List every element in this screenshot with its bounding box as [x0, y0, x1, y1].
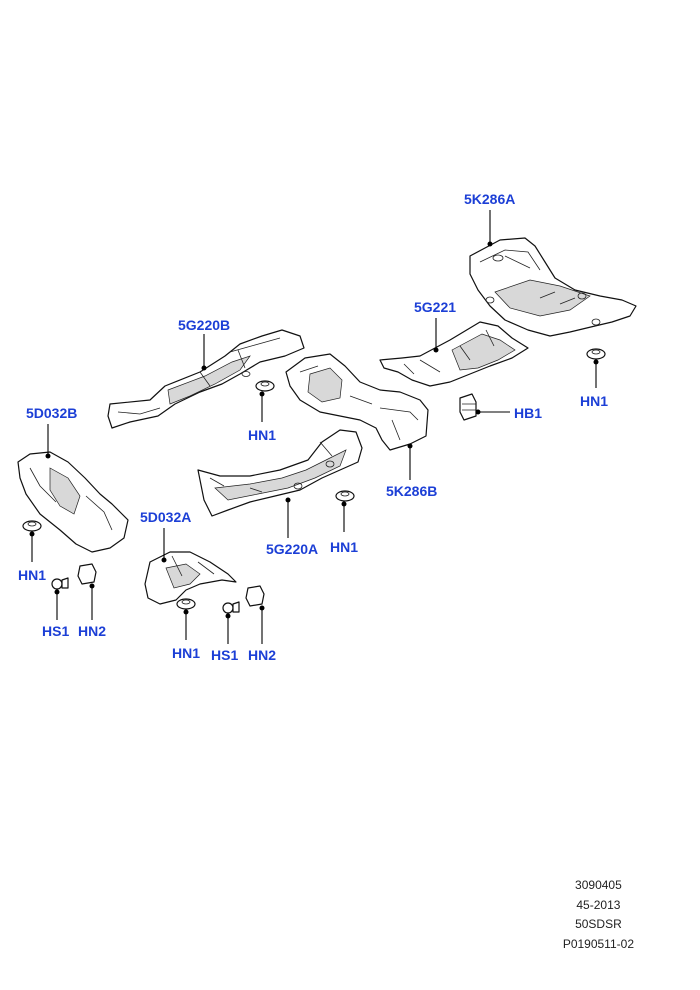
- label-hn2-right: HN2: [248, 647, 276, 663]
- label-5K286A: 5K286A: [464, 191, 515, 207]
- reference-code-3: 50SDSR: [575, 917, 622, 931]
- hs1-screw-2: [222, 601, 240, 614]
- hn2-clip-1: [77, 563, 97, 585]
- reference-code-2: 45-2013: [576, 897, 621, 912]
- reference-code-1: 3090405: [575, 878, 622, 892]
- hb1-bolt: [459, 393, 477, 421]
- part-5D032A-shield: [144, 551, 237, 605]
- label-5G220A: 5G220A: [266, 541, 318, 557]
- hn1-nut-5: [176, 598, 196, 610]
- label-5D032B: 5D032B: [26, 405, 77, 421]
- label-5G220B: 5G220B: [178, 317, 230, 333]
- reference-code-4: P0190511-02: [562, 936, 634, 951]
- leader-lines: [29, 210, 599, 644]
- hn2-clip-2: [245, 585, 265, 607]
- label-hn1-right: HN1: [580, 393, 608, 409]
- label-hn1-upper: HN1: [248, 427, 276, 443]
- hn1-nut-2: [255, 380, 275, 392]
- part-5G220B-shield: [107, 329, 305, 429]
- part-5K286A-shield: [469, 237, 637, 337]
- label-hn1-center: HN1: [330, 539, 358, 555]
- part-5D032B-shield: [17, 451, 129, 553]
- part-5K286B-shield: [285, 353, 429, 451]
- part-5G221-shield: [379, 321, 529, 387]
- label-hb1: HB1: [514, 405, 542, 421]
- label-hn1-lower: HN1: [172, 645, 200, 661]
- label-hs1-right: HS1: [211, 647, 238, 663]
- hn1-nut-1: [586, 348, 606, 360]
- label-5K286B: 5K286B: [386, 483, 437, 499]
- label-hs1-left: HS1: [42, 623, 69, 639]
- part-5G220A-shield: [197, 429, 363, 517]
- reference-codes: 3090405 45-2013 50SDSR P0190511-02: [563, 876, 634, 954]
- label-5D032A: 5D032A: [140, 509, 191, 525]
- label-5G221: 5G221: [414, 299, 456, 315]
- hs1-screw-1: [51, 577, 69, 590]
- label-hn2-left: HN2: [78, 623, 106, 639]
- hn1-nut-4: [22, 520, 42, 532]
- hn1-nut-3: [335, 490, 355, 502]
- label-hn1-left: HN1: [18, 567, 46, 583]
